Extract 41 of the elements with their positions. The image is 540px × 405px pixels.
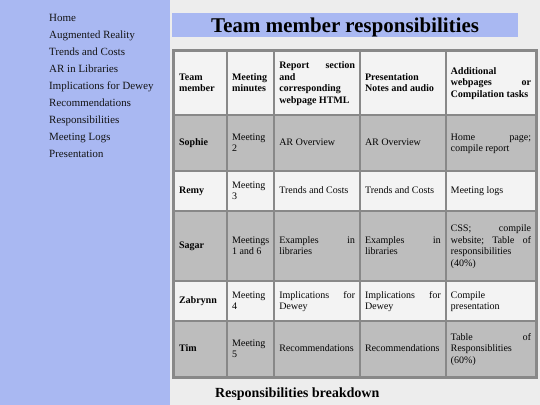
nav-link: Implications for Dewey [49, 79, 154, 94]
table-cell: Meeting logs [446, 171, 536, 211]
nav-link: Recommendations [49, 96, 131, 111]
table-cell: Recommendations [274, 321, 360, 377]
nav-link: Augmented Reality [49, 28, 135, 43]
nav-link: Home [49, 11, 76, 26]
column-header: Team member [174, 51, 227, 115]
table-cell: Trends and Costs [360, 171, 446, 211]
table-cell: CSS; compile website; Table of responsibilities (40%) [446, 211, 536, 281]
nav-link: Trends and Costs [49, 45, 125, 60]
table-cell: AR Overview [360, 115, 446, 171]
row-header: Remy [174, 171, 227, 211]
table-cell: Examples in libraries [274, 211, 360, 281]
table-cell: Meetings 1 and 6 [226, 211, 274, 281]
column-header: Additional webpages or Compilation tasks [446, 51, 536, 115]
nav-link: AR in Libraries [49, 62, 118, 77]
row-header: Sagar [174, 211, 227, 281]
table-cell: Home page; compile report [446, 115, 536, 171]
table-cell: Examples in libraries [360, 211, 446, 281]
column-header: Meeting minutes [226, 51, 274, 115]
table-cell: Trends and Costs [274, 171, 360, 211]
table-cell: AR Overview [274, 115, 360, 171]
table-cell: Meeting 4 [226, 281, 274, 321]
column-header: Presentation Notes and audio [360, 51, 446, 115]
column-header: Report section and corresponding webpage HTML [274, 51, 360, 115]
section-heading: Responsibilities breakdown [215, 386, 380, 402]
row-header: Sophie [174, 115, 227, 171]
row-header: Tim [174, 321, 227, 377]
table-cell: Table of Responsiblities (60%) [446, 321, 536, 377]
row-header: Zabrynn [174, 281, 227, 321]
table-cell: Recommendations [360, 321, 446, 377]
nav-link: Meeting Logs [49, 130, 110, 145]
nav-link: Presentation [49, 147, 104, 162]
table-cell: Meeting 2 [226, 115, 274, 171]
table-cell: Meeting 3 [226, 171, 274, 211]
table-cell: Compile presentation [446, 281, 536, 321]
table-cell: Implications for Dewey [274, 281, 360, 321]
table-cell: Meeting 5 [226, 321, 274, 377]
page-title: Team member responsibilities [172, 13, 518, 37]
table-cell: Implications for Dewey [360, 281, 446, 321]
nav-link: Responsibilities [49, 113, 120, 128]
